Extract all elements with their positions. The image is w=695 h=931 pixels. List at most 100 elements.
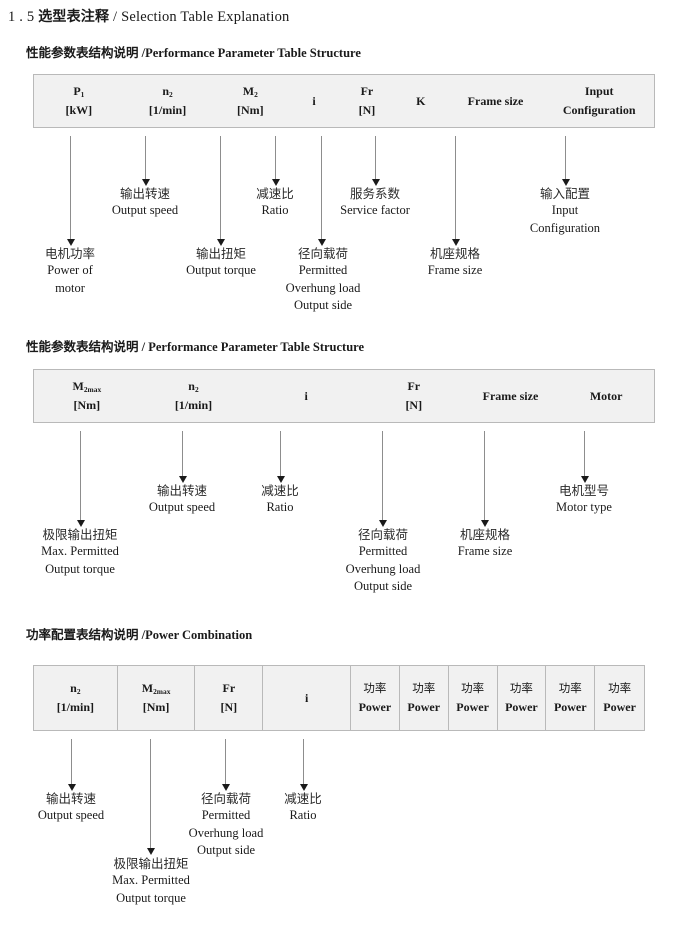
table1-col-configuration-label: Configuration (562, 103, 636, 117)
annotation-ratio-2: 减速比 Ratio (261, 483, 299, 515)
section-heading-2-cn: 性能参数表结构说明 (26, 339, 139, 354)
annotation-overhung-load-1: 径向载荷 Permitted Overhung load Output side (285, 246, 361, 312)
table3-col-power-1: 功率 Power (351, 666, 400, 730)
table1-col-frame-size-label: Frame size (467, 93, 524, 108)
arrow-to-frame-size-2 (480, 431, 489, 527)
annotation-ratio-1: 减速比 Ratio (256, 186, 294, 218)
section-heading-3-cn: 功率配置表结构说明 (26, 627, 139, 642)
annotation-motor-type: 电机型号 Motor type (556, 483, 612, 515)
section-heading-1: 性能参数表结构说明 /Performance Parameter Table S… (26, 42, 361, 61)
table2-col-n2-symbol: n2 (188, 379, 199, 395)
table3-col-m2max: M2max [Nm] (118, 666, 196, 730)
annotation-frame-size-2: 机座规格 Frame size (457, 527, 513, 559)
table1-col-frame-size: Frame size (447, 75, 545, 127)
section-heading-2: 性能参数表结构说明 / Performance Parameter Table … (26, 336, 364, 355)
page-title-separator: / (113, 9, 118, 25)
arrow-to-output-torque (216, 136, 225, 246)
annotation-output-speed-1: 输出转速 Output speed (111, 186, 179, 218)
table3-col-power-4: 功率 Power (498, 666, 547, 730)
table1-col-fr: Fr [N] (339, 75, 395, 127)
table2-col-m2max-symbol: M2max (72, 379, 102, 395)
table3-col-power-3-en: Power (456, 699, 489, 714)
table2-col-n2-unit: [1/min] (174, 398, 213, 412)
arrow-to-ratio (271, 136, 280, 186)
table3-col-n2-symbol: n2 (70, 681, 81, 697)
arrow-to-max-permitted-output-torque-3 (146, 739, 155, 855)
annotation-service-factor: 服务系数 Service factor (340, 186, 410, 218)
table3-col-power-4-cn: 功率 (509, 680, 533, 695)
performance-parameter-table-1: P1 [kW] n2 [1/min] M2 [Nm] i Fr [N] K Fr… (33, 74, 655, 128)
section-heading-2-en: / Performance Parameter Table Structure (141, 340, 365, 354)
table3-col-power-2: 功率 Power (400, 666, 449, 730)
table2-col-frame-size-label: Frame size (482, 388, 539, 403)
annotation-output-speed-2: 输出转速 Output speed (148, 483, 216, 515)
table1-col-k-symbol: K (416, 93, 426, 108)
table1-col-k: K (395, 75, 447, 127)
section-heading-3-en: /Power Combination (141, 628, 253, 642)
table1-col-p1-unit: [kW] (65, 103, 93, 117)
annotation-ratio-3: 减速比 Ratio (284, 791, 322, 823)
annotation-max-permitted-output-torque-3: 极限输出扭矩 Max. Permitted Output torque (112, 856, 190, 905)
arrow-to-service-factor (371, 136, 380, 186)
table1-col-input-label: Input (584, 84, 614, 99)
annotation-frame-size-1: 机座规格 Frame size (427, 246, 483, 278)
table3-col-power-3-cn: 功率 (461, 680, 485, 695)
page-title-number: 1 . 5 (8, 9, 35, 25)
arrow-to-overhung-load (317, 136, 326, 246)
annotation-input-configuration: 输入配置 Input Configuration (529, 186, 601, 235)
arrow-to-overhung-load-3 (221, 739, 230, 791)
table3-col-fr-unit: [N] (220, 700, 238, 714)
arrow-to-ratio-3 (299, 739, 308, 791)
table3-col-power-5-cn: 功率 (558, 680, 582, 695)
table1-col-fr-unit: [N] (358, 103, 376, 117)
section-heading-1-cn: 性能参数表结构说明 (26, 45, 139, 60)
table1-col-p1: P1 [kW] (34, 75, 124, 127)
table2-col-i-symbol: i (304, 388, 308, 403)
annotation-overhung-load-3: 径向载荷 Permitted Overhung load Output side (188, 791, 264, 857)
table1-col-n2-symbol: n2 (162, 84, 173, 100)
table1-col-m2: M2 [Nm] (211, 75, 289, 127)
table2-col-m2max: M2max [Nm] (34, 370, 140, 422)
section-heading-3: 功率配置表结构说明 /Power Combination (26, 624, 252, 643)
performance-parameter-table-2: M2max [Nm] n2 [1/min] i Fr [N] Frame siz… (33, 369, 655, 423)
arrow-to-max-permitted-output-torque-2 (76, 431, 85, 527)
table3-col-i-symbol: i (304, 690, 309, 705)
table1-col-p1-symbol: P1 (73, 84, 85, 100)
table3-col-m2max-symbol: M2max (141, 681, 171, 697)
table2-col-fr: Fr [N] (365, 370, 463, 422)
table2-col-fr-unit: [N] (405, 398, 423, 412)
table1-col-i: i (289, 75, 339, 127)
arrow-to-frame-size (451, 136, 460, 246)
page-title-en: Selection Table Explanation (121, 9, 290, 25)
arrow-to-motor-type (580, 431, 589, 483)
table2-col-m2max-unit: [Nm] (73, 398, 101, 412)
annotation-output-speed-3: 输出转速 Output speed (37, 791, 105, 823)
table3-col-power-1-en: Power (358, 699, 392, 714)
arrow-to-output-speed-3 (67, 739, 76, 791)
table2-col-n2: n2 [1/min] (140, 370, 248, 422)
table2-col-i: i (247, 370, 365, 422)
table3-col-power-3: 功率 Power (449, 666, 498, 730)
table1-col-m2-symbol: M2 (242, 84, 258, 100)
table3-col-fr-symbol: Fr (222, 681, 236, 696)
arrow-to-input-configuration (561, 136, 570, 186)
table1-col-fr-symbol: Fr (360, 84, 374, 99)
annotation-overhung-load-2: 径向载荷 Permitted Overhung load Output side (345, 527, 421, 593)
arrow-to-output-speed-2 (178, 431, 187, 483)
table1-col-input-configuration: Input Configuration (544, 75, 654, 127)
arrow-to-overhung-load-2 (378, 431, 387, 527)
table1-col-n2-unit: [1/min] (148, 103, 187, 117)
table3-col-fr: Fr [N] (195, 666, 264, 730)
annotation-power-of-motor: 电机功率 Power of motor (44, 246, 96, 295)
table2-col-motor-label: Motor (589, 388, 623, 403)
table3-col-power-5-en: Power (553, 699, 587, 714)
table3-col-power-6: 功率 Power (595, 666, 644, 730)
table2-col-frame-size: Frame size (463, 370, 559, 422)
annotation-max-permitted-output-torque-2: 极限输出扭矩 Max. Permitted Output torque (41, 527, 119, 576)
table3-col-i: i (263, 666, 351, 730)
table1-col-m2-unit: [Nm] (236, 103, 264, 117)
power-combination-table: n2 [1/min] M2max [Nm] Fr [N] i 功率 Power … (33, 665, 645, 731)
arrow-to-output-speed (141, 136, 150, 186)
table3-col-n2-unit: [1/min] (56, 700, 95, 714)
arrow-to-power-of-motor (66, 136, 75, 246)
